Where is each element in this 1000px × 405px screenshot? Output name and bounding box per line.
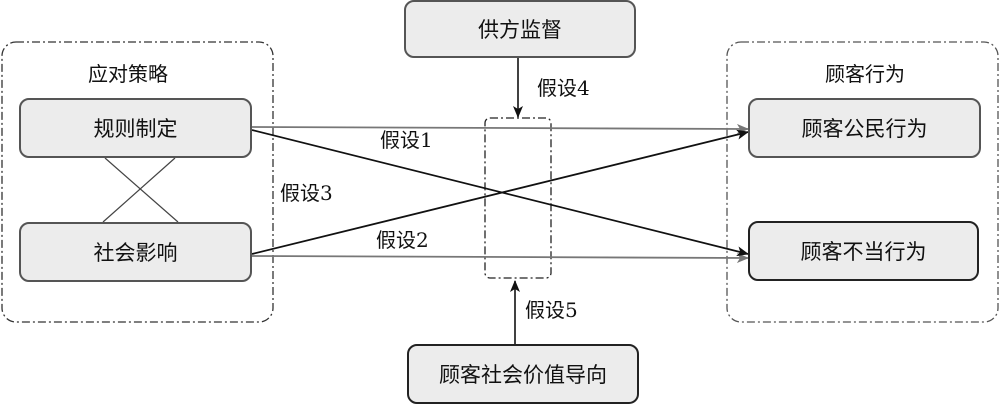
arrow-h1-rules-to-citizenship: [251, 123, 749, 134]
node-social-value-orientation: 顾客社会价值导向: [407, 344, 639, 404]
arrow-rules-to-misbehavior: [251, 129, 749, 257]
node-rule-setting: 规则制定: [19, 98, 252, 158]
node-customer-misbehavior-label: 顾客不当行为: [800, 240, 927, 264]
node-customer-citizenship-label: 顾客公民行为: [801, 117, 928, 141]
node-social-influence-label: 社会影响: [93, 241, 178, 265]
hypothesis-2-label: 假设2: [376, 228, 429, 252]
node-supplier-supervision-label: 供方监督: [478, 18, 562, 42]
interaction-line-b: [102, 157, 176, 223]
node-customer-citizenship: 顾客公民行为: [748, 98, 981, 158]
arrow-h2-social-to-citizenship-gray: [251, 252, 749, 263]
hypothesis-1-label: 假设1: [380, 128, 433, 152]
node-social-influence: 社会影响: [19, 222, 252, 282]
coping-strategy-title: 应对策略: [88, 62, 168, 86]
moderation-zone: [484, 117, 552, 279]
interaction-line-a: [104, 157, 179, 223]
hypothesis-4-label: 假设4: [537, 76, 590, 100]
hypothesis-5-label: 假设5: [525, 298, 578, 322]
arrow-social-to-citizenship: [251, 129, 749, 255]
hypothesis-3-label: 假设3: [280, 181, 333, 205]
node-social-value-orientation-label: 顾客社会价值导向: [439, 363, 607, 387]
node-rule-setting-label: 规则制定: [93, 117, 178, 141]
node-supplier-supervision: 供方监督: [404, 0, 636, 58]
node-customer-misbehavior: 顾客不当行为: [748, 221, 979, 281]
coping-strategy-group: [1, 41, 274, 323]
customer-behavior-title: 顾客行为: [825, 62, 905, 86]
customer-behavior-group: [726, 41, 999, 323]
